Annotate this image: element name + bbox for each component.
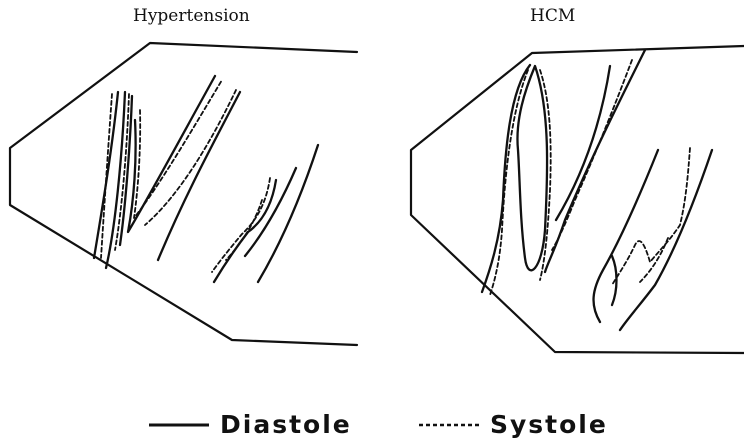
dashed-line-icon bbox=[418, 418, 480, 432]
legend-diastole: Diastole bbox=[148, 410, 352, 439]
hcm-diastole-traces bbox=[482, 50, 712, 330]
diagram-drawing bbox=[0, 0, 744, 405]
solid-line-icon bbox=[148, 418, 210, 432]
hypertension-panel bbox=[10, 43, 357, 345]
hypertension-heart-outline bbox=[10, 43, 357, 345]
legend-systole-label: Systole bbox=[490, 410, 608, 439]
legend-diastole-label: Diastole bbox=[220, 410, 352, 439]
hcm-panel bbox=[411, 46, 744, 353]
legend-systole: Systole bbox=[418, 410, 608, 439]
